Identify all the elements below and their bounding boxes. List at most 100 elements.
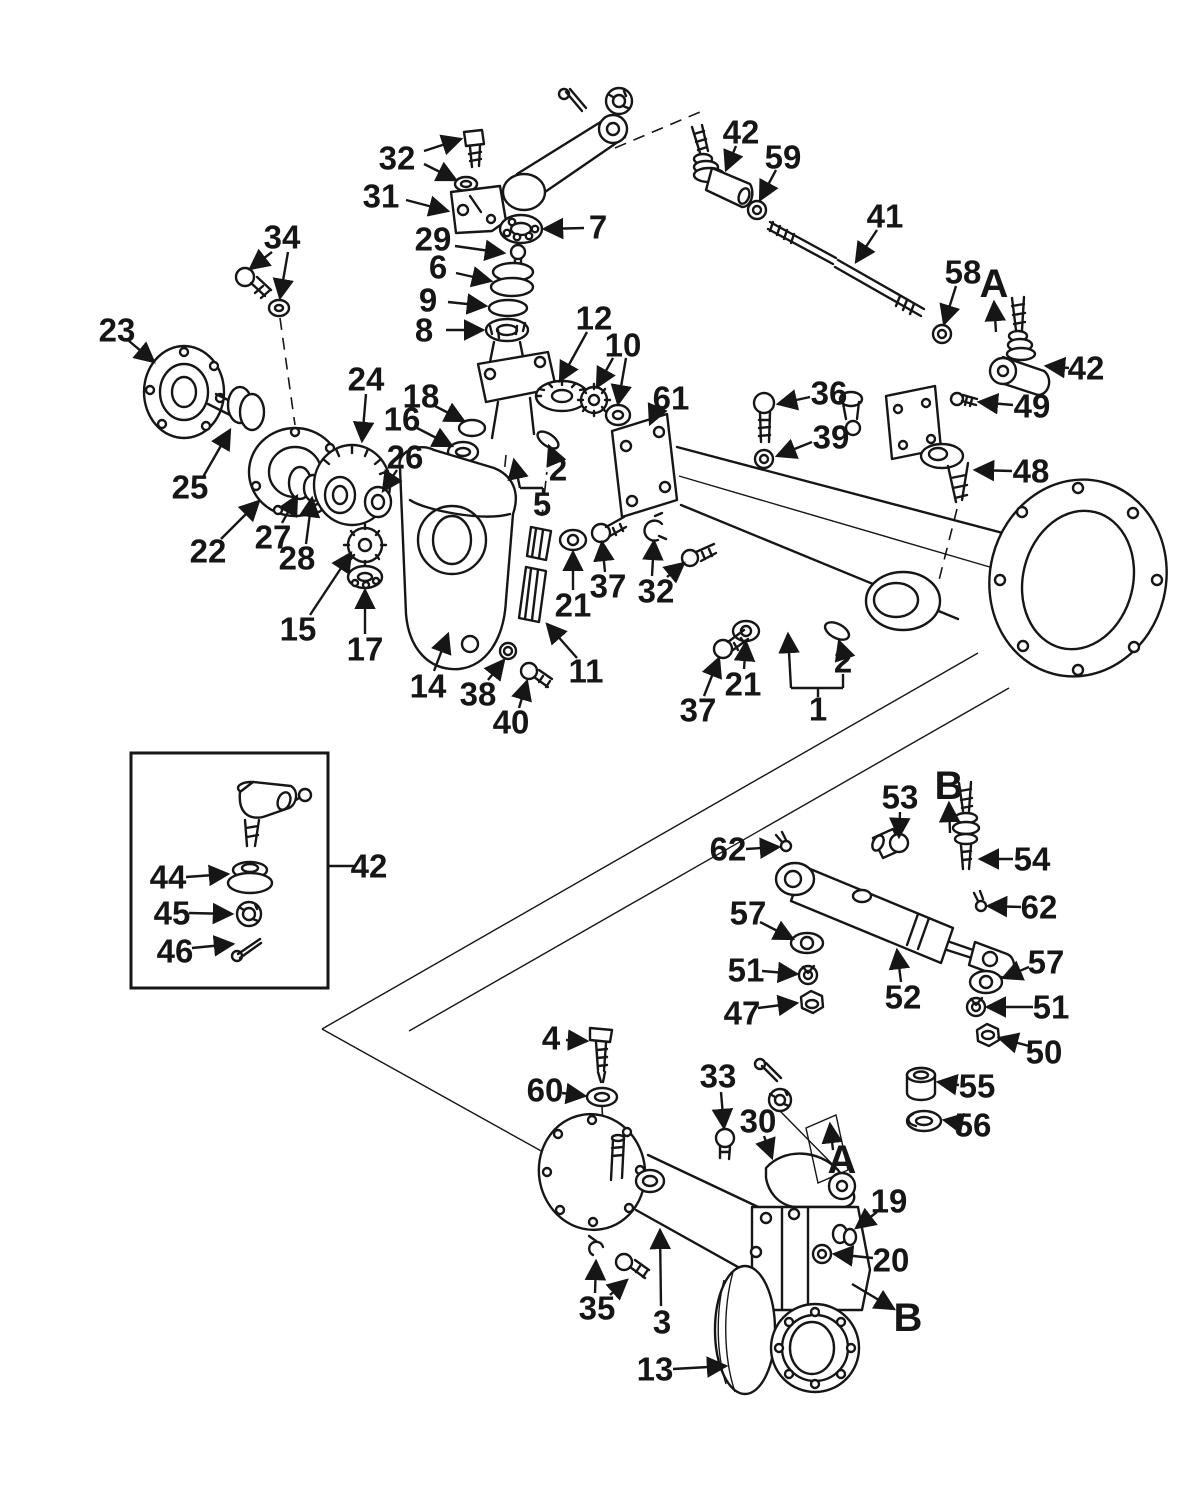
- callout-32: 32: [638, 573, 675, 610]
- callout-54: 54: [1014, 841, 1051, 878]
- callout-30: 30: [740, 1103, 777, 1140]
- leader-arrow: [834, 638, 856, 663]
- callout-49: 49: [1014, 388, 1051, 425]
- callout-44: 44: [150, 859, 187, 896]
- callout-36: 36: [811, 375, 848, 412]
- callout-A: A: [828, 1138, 857, 1182]
- leader-arrow: [984, 299, 1007, 333]
- leader-arrow: [605, 1278, 629, 1301]
- callout-A: A: [980, 262, 1009, 306]
- leader-arrow: [701, 655, 722, 697]
- leader-arrow: [761, 961, 800, 984]
- callout-52: 52: [885, 979, 922, 1016]
- callout-7: 7: [589, 209, 607, 246]
- leader-arrow: [851, 1282, 897, 1311]
- callout-6: 6: [429, 249, 447, 286]
- leader-arrow: [888, 811, 911, 840]
- callout-10: 10: [605, 327, 642, 364]
- callout-39: 39: [813, 419, 850, 456]
- leader-arrow: [546, 443, 567, 468]
- callout-35: 35: [579, 1290, 616, 1327]
- callout-19: 19: [871, 1183, 908, 1220]
- leader-arrow: [128, 340, 156, 364]
- leader-arrow: [1043, 356, 1070, 379]
- callout-17: 17: [347, 631, 384, 668]
- callout-57: 57: [730, 895, 767, 932]
- callout-56: 56: [955, 1107, 992, 1144]
- callout-2: 2: [834, 643, 852, 680]
- callout-37: 37: [590, 568, 627, 605]
- leader-arrow: [1000, 960, 1030, 981]
- callout-8: 8: [415, 312, 433, 349]
- leader-arrow: [711, 1091, 734, 1131]
- leader-arrow: [774, 438, 813, 459]
- leader-arrow: [821, 1121, 843, 1151]
- leader-arrow: [935, 1074, 960, 1096]
- leader-arrow: [985, 895, 1022, 918]
- steering-knuckle-housing: [398, 445, 517, 671]
- callout-9: 9: [419, 282, 437, 319]
- leader-arrow: [220, 499, 261, 540]
- leader-arrow: [541, 217, 585, 240]
- callout-60: 60: [527, 1072, 564, 1109]
- support-bracket: [884, 384, 979, 504]
- callout-59: 59: [765, 139, 802, 176]
- leader-arrow: [778, 631, 800, 689]
- callout-61: 61: [653, 380, 690, 417]
- steering-drop-arm: [501, 86, 634, 212]
- callout-11: 11: [569, 653, 604, 690]
- leader-arrow: [278, 493, 299, 524]
- callout-5: 5: [533, 486, 551, 523]
- leader-arrow: [298, 495, 321, 545]
- leader-arrow: [507, 457, 529, 489]
- callout-50: 50: [1026, 1034, 1063, 1071]
- callout-40: 40: [493, 704, 530, 741]
- callout-23: 23: [99, 312, 136, 349]
- leader-arrow: [733, 639, 756, 670]
- leader-arrow: [996, 1032, 1030, 1054]
- callout-45: 45: [154, 895, 191, 932]
- callout-15: 15: [280, 611, 317, 648]
- leader-arrow: [381, 469, 403, 493]
- leader-arrow: [831, 1245, 874, 1267]
- leader-arrow: [723, 145, 744, 173]
- leader-arrow: [759, 920, 796, 941]
- callout-48: 48: [1013, 453, 1050, 490]
- leader-arrow: [610, 357, 632, 407]
- callout-3: 3: [653, 1304, 671, 1341]
- callout-2: 2: [549, 451, 567, 488]
- callout-4: 4: [542, 1020, 561, 1057]
- leader-arrow: [191, 935, 236, 957]
- leader-arrow: [649, 1227, 672, 1307]
- leader-arrow: [511, 678, 532, 709]
- leader-arrow: [188, 902, 235, 925]
- callout-62: 62: [1021, 889, 1058, 926]
- callout-38: 38: [460, 676, 497, 713]
- tie-rod-assembly: [690, 123, 1051, 397]
- callout-57: 57: [1028, 944, 1065, 981]
- differential-input-cluster: [142, 344, 393, 590]
- leader-arrow: [672, 1356, 729, 1378]
- leader-arrow: [447, 293, 489, 315]
- leader-arrow: [545, 622, 578, 659]
- leader-arrow: [352, 393, 375, 444]
- leader-arrow: [745, 837, 782, 859]
- leader-arrow: [757, 994, 800, 1017]
- kingpin-small-parts: [498, 430, 761, 689]
- leader-arrow: [854, 1207, 878, 1230]
- cotter-pin-icon: [557, 87, 588, 113]
- leader-arrow: [405, 195, 451, 217]
- leader-arrow: [423, 161, 459, 182]
- callout-21: 21: [555, 587, 592, 624]
- leader-arrow: [593, 539, 615, 573]
- leader-arrow: [584, 1258, 607, 1294]
- leader-arrow: [558, 331, 589, 384]
- callout-29: 29: [415, 221, 452, 258]
- leader-arrow: [854, 229, 879, 265]
- callout-1: 1: [809, 691, 827, 728]
- leader-arrow: [431, 631, 452, 672]
- inset-detail-box: [129, 751, 330, 990]
- callout-20: 20: [873, 1242, 910, 1279]
